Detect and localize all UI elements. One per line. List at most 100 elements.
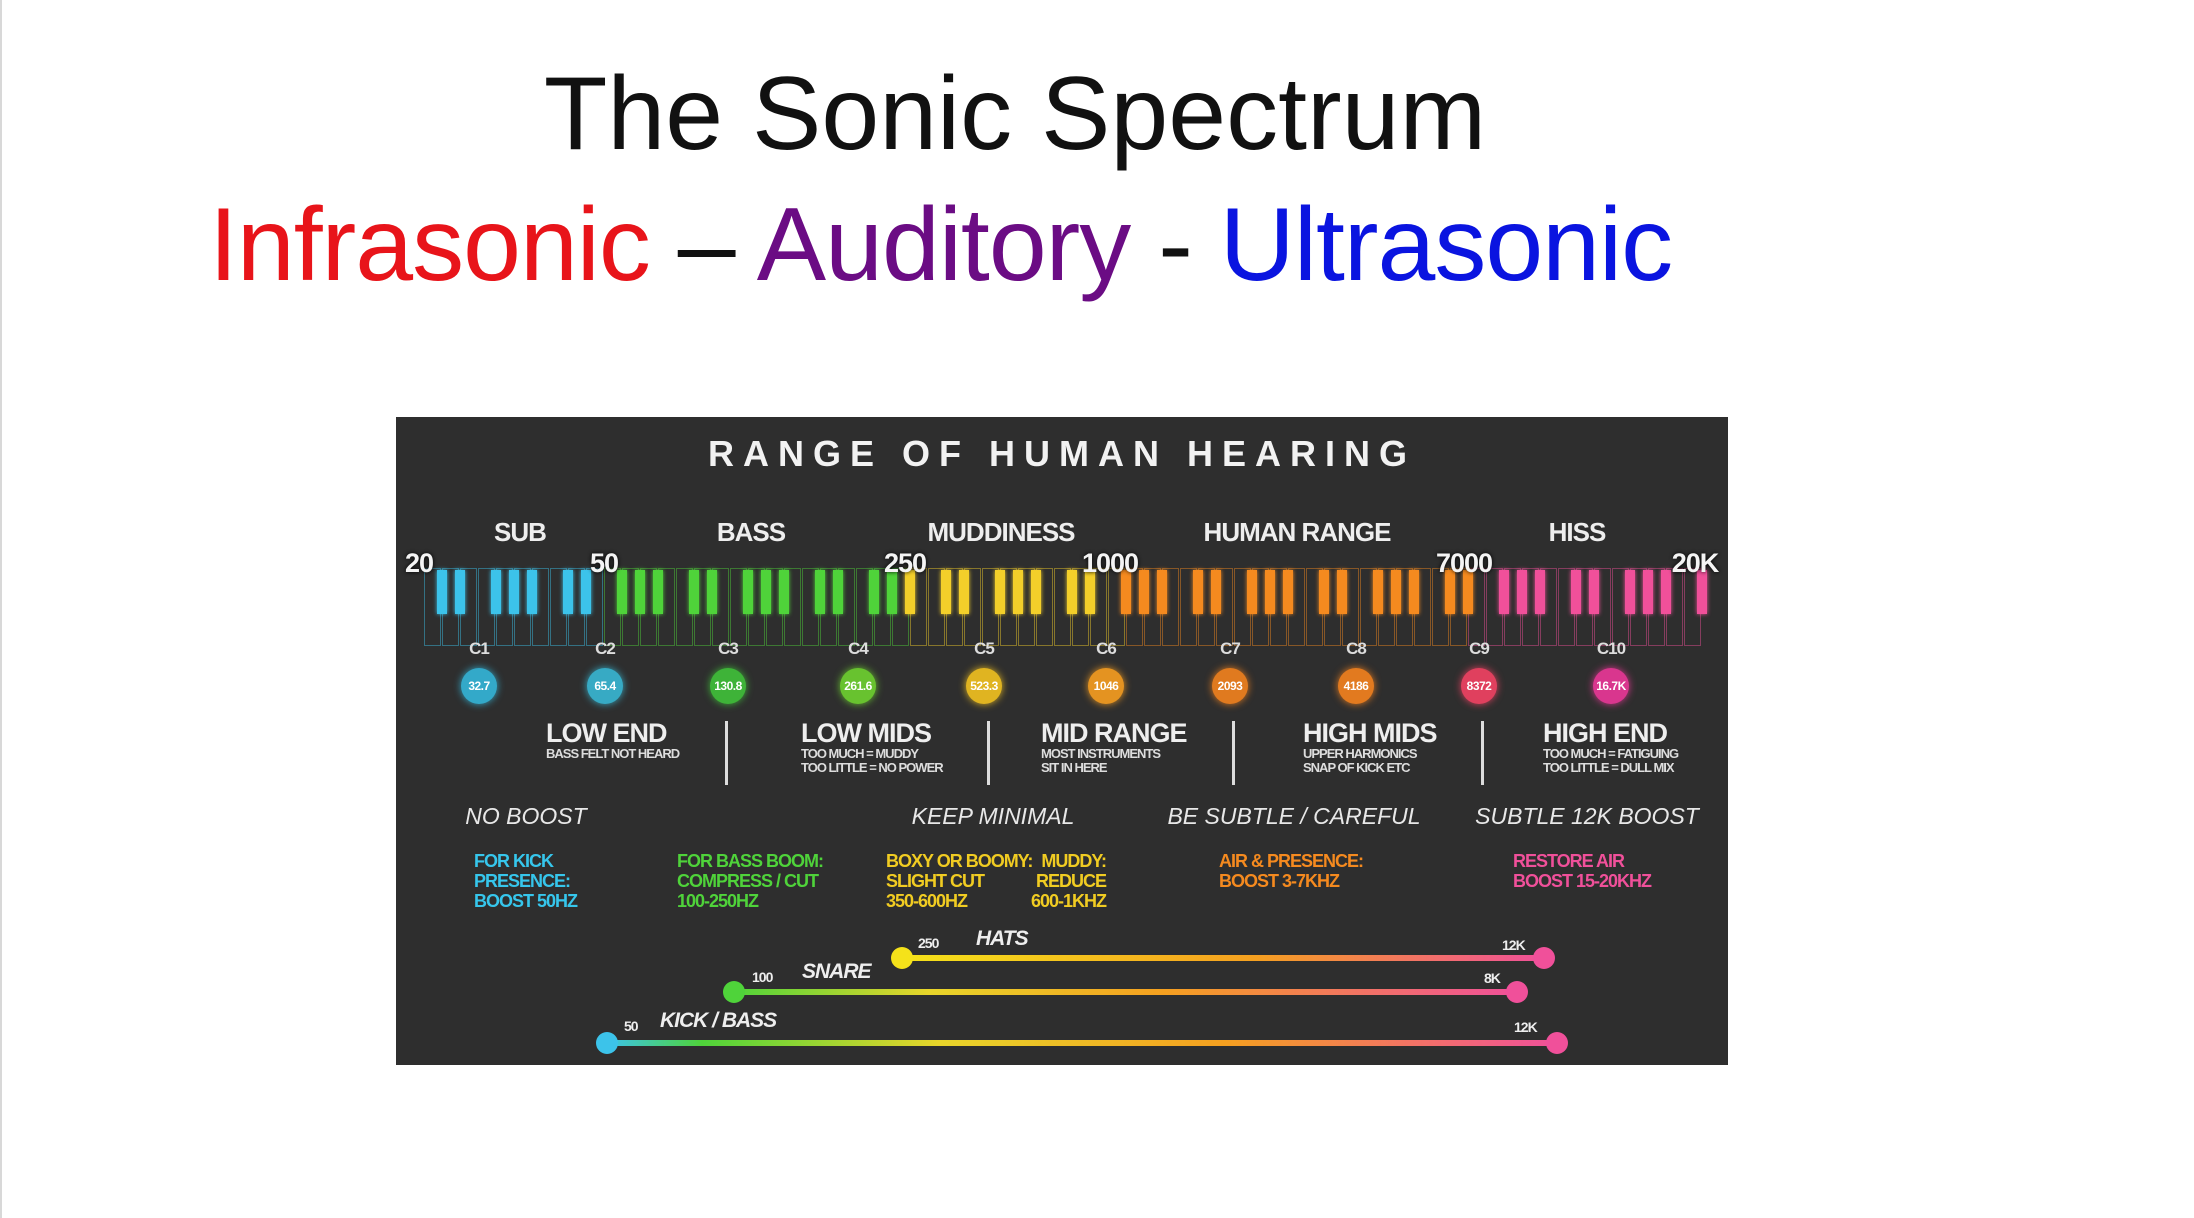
tip-restore-air: RESTORE AIR BOOST 15-20KHZ	[1513, 851, 1652, 891]
black-key	[455, 570, 465, 614]
black-key	[887, 570, 897, 614]
note-frequency-badge: 16.7K	[1593, 668, 1629, 704]
black-key	[509, 570, 519, 614]
advice-label: KEEP MINIMAL	[911, 803, 1075, 829]
divider	[1481, 721, 1484, 785]
black-key	[1121, 570, 1131, 614]
tip-line: REDUCE	[1035, 871, 1107, 891]
black-key	[1373, 570, 1383, 614]
divider	[725, 721, 728, 785]
frequency-label: 20	[404, 548, 434, 578]
section-note: SIT IN HERE	[1041, 760, 1108, 775]
section-high-end: HIGH END TOO MUCH = FATIGUING TOO LITTLE…	[1543, 719, 1679, 775]
black-key	[1067, 570, 1077, 614]
tip-muddy: MUDDY: REDUCE 600-1KHZ	[1022, 851, 1107, 911]
black-key	[1445, 570, 1455, 614]
section-note: TOO LITTLE = NO POWER	[801, 760, 944, 775]
tip-boxy: BOXY OR BOOMY: SLIGHT CUT 350-600HZ	[886, 851, 1033, 911]
black-key	[1337, 570, 1347, 614]
black-key	[1517, 570, 1527, 614]
note-frequency-badge: 2093	[1212, 668, 1248, 704]
tip-line: RESTORE AIR	[1513, 851, 1625, 871]
range-name: SNARE	[802, 960, 872, 983]
note-frequency-badge: 261.6	[840, 668, 876, 704]
band-label: BASS	[716, 517, 786, 547]
range-low: 100	[752, 969, 773, 985]
note-label: C3	[718, 639, 739, 658]
section-note: TOO MUCH = MUDDY	[801, 746, 919, 761]
section-title: LOW MIDS	[801, 718, 932, 748]
tip-line: SLIGHT CUT	[886, 871, 985, 891]
tip-line: 600-1KHZ	[1030, 891, 1107, 911]
subtitle-dash: -	[1130, 187, 1220, 303]
frequency-label: 20K	[1671, 548, 1720, 578]
band-label: HUMAN RANGE	[1203, 517, 1392, 547]
black-key	[1463, 570, 1473, 614]
frequency-label: 50	[589, 548, 619, 578]
note-label: C10	[1596, 639, 1626, 658]
note-label: C1	[469, 639, 490, 658]
infographic-heading: RANGE OF HUMAN HEARING	[708, 433, 1416, 474]
black-key	[743, 570, 753, 614]
advice-label: SUBTLE 12K BOOST	[1475, 803, 1699, 829]
tip-line: BOXY OR BOOMY:	[886, 851, 1033, 871]
tip-bass: FOR BASS BOOM: COMPRESS / CUT 100-250HZ	[677, 851, 824, 911]
band-label: MUDDINESS	[927, 517, 1075, 547]
tip-line: PRESENCE:	[474, 871, 571, 891]
subtitle-ultrasonic: Ultrasonic	[1219, 187, 1673, 303]
range-bar-hats	[902, 955, 1544, 961]
black-key	[491, 570, 501, 614]
section-low-mids: LOW MIDS TOO MUCH = MUDDY TOO LITTLE = N…	[801, 718, 944, 775]
note-frequency-badge: 1046	[1088, 668, 1124, 704]
black-key	[635, 570, 645, 614]
tip-line: FOR BASS BOOM:	[677, 851, 824, 871]
black-key	[869, 570, 879, 614]
advice-label: NO BOOST	[465, 803, 587, 829]
note-label: C8	[1346, 639, 1367, 658]
black-key	[1661, 570, 1671, 614]
range-start-dot	[596, 1032, 618, 1054]
range-end-dot	[1506, 981, 1528, 1003]
section-note: SNAP OF KICK ETC	[1303, 760, 1411, 775]
black-key	[1535, 570, 1545, 614]
black-key	[959, 570, 969, 614]
range-start-dot	[723, 981, 745, 1003]
note-label: C6	[1096, 639, 1117, 658]
divider	[987, 721, 990, 785]
slide-edge	[0, 0, 2, 1218]
band-label: HISS	[1548, 517, 1607, 547]
tip-line: BOOST 15-20KHZ	[1513, 871, 1652, 891]
subtitle-infrasonic: Infrasonic	[209, 187, 651, 303]
section-title: MID RANGE	[1041, 718, 1187, 748]
range-start-dot	[891, 947, 913, 969]
slide-subtitle: Infrasonic – Auditory - Ultrasonic	[209, 186, 1673, 305]
slide-title: The Sonic Spectrum	[543, 56, 1487, 172]
black-key	[761, 570, 771, 614]
black-key	[1031, 570, 1041, 614]
black-key	[437, 570, 447, 614]
range-bar-kick-bass	[607, 1040, 1557, 1046]
black-key	[1265, 570, 1275, 614]
note-frequency-badge: 523.3	[966, 668, 1002, 704]
tip-line: COMPRESS / CUT	[677, 871, 819, 891]
range-high: 8K	[1484, 970, 1501, 986]
tip-line: AIR & PRESENCE:	[1219, 851, 1364, 871]
frequency-label: 1000	[1081, 548, 1139, 578]
range-end-dot	[1533, 947, 1555, 969]
black-key	[1085, 570, 1095, 614]
black-key	[527, 570, 537, 614]
section-mid-range: MID RANGE MOST INSTRUMENTS SIT IN HERE	[1041, 719, 1187, 775]
black-key	[1211, 570, 1221, 614]
tip-line: MUDDY:	[1041, 851, 1107, 871]
tip-line: FOR KICK	[474, 851, 554, 871]
tip-air: AIR & PRESENCE: BOOST 3-7KHZ	[1219, 851, 1364, 891]
section-title: LOW END	[546, 718, 668, 748]
note-label: C7	[1220, 639, 1241, 658]
section-note: MOST INSTRUMENTS	[1041, 746, 1161, 761]
black-key	[779, 570, 789, 614]
section-note: TOO MUCH = FATIGUING	[1543, 746, 1679, 761]
black-key	[1571, 570, 1581, 614]
black-key	[1391, 570, 1401, 614]
note-frequency-badge: 130.8	[710, 668, 746, 704]
black-key	[905, 570, 915, 614]
